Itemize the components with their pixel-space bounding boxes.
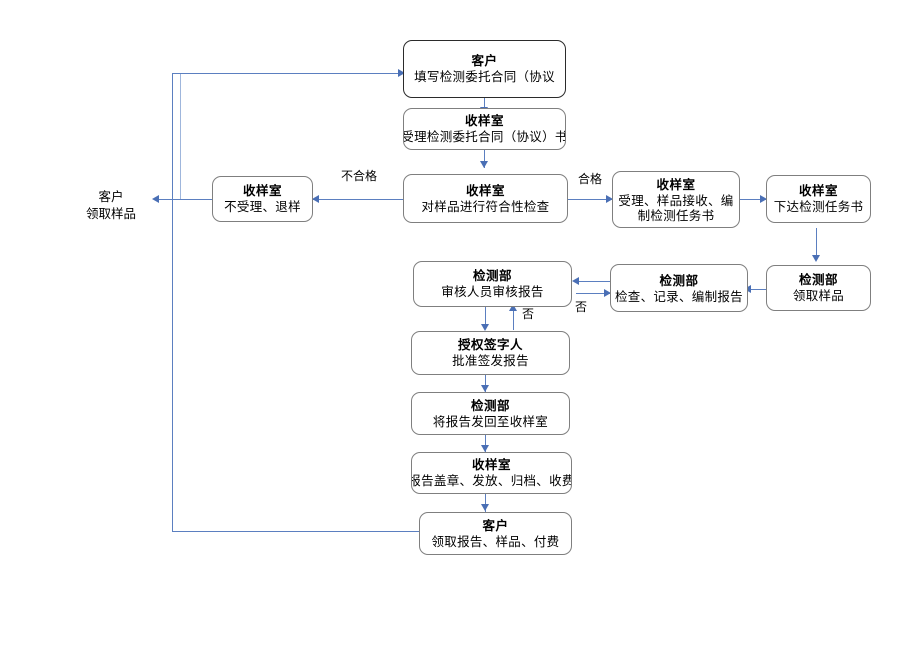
- arrowhead-n3-n5: [606, 194, 613, 203]
- node-title: 检测部: [472, 268, 512, 283]
- feedback-loop-riser: [172, 73, 174, 532]
- arrowhead-n10-n9-reject: [508, 304, 517, 311]
- arrowhead-n8-n9: [572, 276, 579, 285]
- node-title: 收样室: [656, 176, 696, 192]
- connector-n1-n2: [484, 98, 486, 114]
- node-body: 批准签发报告: [452, 353, 529, 368]
- feedback-loop-bottom: [172, 531, 419, 533]
- node-sampling-issue-task[interactable]: 收样室 下达检测任务书: [766, 175, 871, 223]
- node-title: 授权签字人: [457, 337, 523, 352]
- node-title: 收样室: [464, 113, 504, 128]
- node-testing-review-report[interactable]: 检测部 审核人员审核报告: [413, 261, 572, 307]
- node-body: 领取样品: [792, 288, 845, 303]
- arrowhead-n2-n3: [479, 161, 488, 168]
- node-body: 不受理、退样: [224, 199, 301, 214]
- arrowhead-n6-n7: [811, 255, 820, 262]
- connector-n3-n5: [568, 199, 612, 201]
- connector-n11-n12: [485, 433, 487, 452]
- node-customer-contract[interactable]: 客户 填写检测委托合同（协议: [403, 40, 566, 98]
- connector-n9-n8-reject: [576, 293, 610, 295]
- node-testing-collect-sample[interactable]: 检测部 领取样品: [766, 265, 871, 311]
- connector-n12-n13: [485, 492, 487, 512]
- node-title: 收样室: [798, 183, 838, 198]
- connector-n3-n4: [313, 199, 403, 201]
- node-sampling-compliance-check[interactable]: 收样室 对样品进行符合性检查: [403, 174, 568, 223]
- arrowhead-n12-n13: [480, 504, 489, 511]
- node-title: 收样室: [242, 183, 282, 198]
- node-title: 检测部: [659, 272, 699, 288]
- node-body: 受理检测委托合同（协议）书: [403, 129, 566, 144]
- arrowhead-n5-n6: [760, 194, 767, 203]
- label-line-2: 领取样品: [85, 206, 136, 221]
- arrowhead-n11-n12: [480, 445, 489, 452]
- node-body: 领取报告、样品、付费: [431, 533, 560, 549]
- connector-n10-n11: [485, 373, 487, 392]
- label-line-1: 客户: [98, 189, 124, 204]
- connector-n2-n3: [484, 150, 486, 168]
- arrowhead-feedback-n1: [398, 68, 405, 77]
- feedback-loop-top: [172, 73, 403, 75]
- arrowhead-n9-n10: [480, 324, 489, 331]
- node-sampling-accept-contract[interactable]: 收样室 受理检测委托合同（协议）书: [403, 108, 566, 150]
- node-body: 报告盖章、发放、归档、收费: [411, 473, 572, 488]
- node-body: 将报告发回至收样室: [432, 413, 549, 429]
- node-title: 检测部: [798, 272, 838, 287]
- node-sampling-receive-task[interactable]: 收样室 受理、样品接收、编制检测任务书: [612, 171, 740, 228]
- connector-n6-n7: [816, 228, 818, 260]
- edge-label-unqualified: 不合格: [341, 169, 378, 183]
- edge-label-no-right: 否: [575, 300, 588, 314]
- node-title: 客户: [482, 517, 509, 533]
- arrowhead-n10-n11: [480, 385, 489, 392]
- node-customer-collect-report[interactable]: 客户 领取报告、样品、付费: [419, 512, 572, 555]
- edge-label-qualified: 合格: [578, 172, 603, 186]
- node-body: 受理、样品接收、编制检测任务书: [618, 192, 734, 223]
- connector-n7-n8: [748, 289, 774, 291]
- node-body: 填写检测委托合同（协议: [414, 69, 555, 84]
- arrowhead-n3-n4: [312, 194, 319, 203]
- edge-label-no-left: 否: [522, 307, 535, 321]
- connector-n9-n10: [485, 307, 487, 329]
- node-title: 收样室: [465, 182, 505, 198]
- node-body: 对样品进行符合性检查: [421, 198, 550, 214]
- node-title: 检测部: [470, 397, 510, 413]
- node-title: 客户: [471, 53, 498, 68]
- node-sampling-reject-return[interactable]: 收样室 不受理、退样: [212, 176, 313, 222]
- node-sampling-seal-issue-archive[interactable]: 收样室 报告盖章、发放、归档、收费: [411, 452, 572, 494]
- connector-n5-n6: [740, 199, 766, 201]
- node-authorized-signatory[interactable]: 授权签字人 批准签发报告: [411, 331, 570, 375]
- arrowhead-n9-n8-reject: [604, 288, 611, 297]
- node-testing-return-report[interactable]: 检测部 将报告发回至收样室: [411, 392, 570, 435]
- node-testing-inspect-record-report[interactable]: 检测部 检查、记录、编制报告: [610, 264, 748, 312]
- node-body: 检查、记录、编制报告: [614, 288, 743, 304]
- connector-n8-n9: [576, 281, 610, 283]
- label-customer-collect-sample: 客户 领取样品: [70, 188, 152, 222]
- arrowhead-n4-pickup: [152, 194, 159, 203]
- node-body: 下达检测任务书: [773, 199, 864, 214]
- node-title: 收样室: [471, 457, 511, 472]
- feedback-loop-riser-inner: [180, 73, 182, 199]
- connector-n10-n9-reject: [513, 308, 515, 330]
- connector-n4-pickup: [155, 199, 212, 201]
- node-body: 审核人员审核报告: [441, 284, 544, 299]
